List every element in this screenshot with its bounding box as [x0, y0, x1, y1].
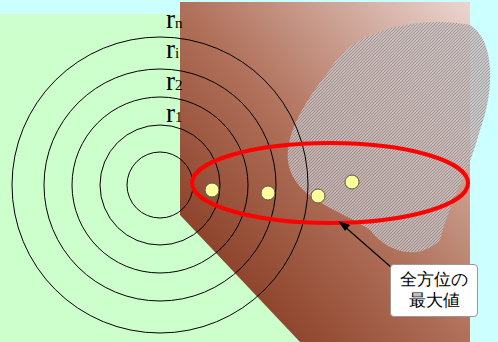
radius-label: r2: [166, 68, 183, 95]
radius-label: rn: [166, 6, 183, 33]
callout-box: 全方位の 最大値: [390, 264, 478, 317]
max-points: [205, 175, 359, 203]
leader-arrow: [338, 221, 392, 268]
callout-text: 全方位の 最大値: [397, 269, 470, 312]
radius-label: ri: [166, 36, 179, 63]
radius-circles: [12, 37, 308, 333]
radius-label: r1: [166, 100, 183, 127]
max-ellipse: [192, 143, 468, 223]
